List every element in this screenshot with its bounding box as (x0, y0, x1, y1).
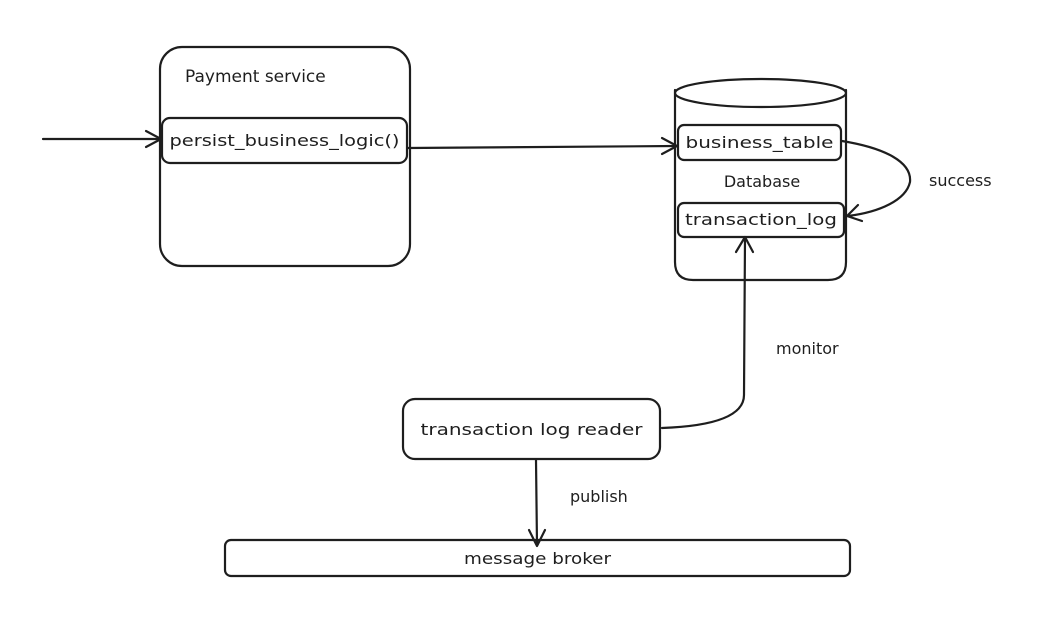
persist-business-logic-label: persist_business_logic() (170, 131, 400, 151)
business-table-box: business_table (676, 123, 843, 162)
transaction-log-reader-box: transaction log reader (401, 397, 662, 461)
database-cylinder: Database (673, 77, 848, 282)
payment-service-box: Payment service (158, 45, 412, 268)
message-broker-box: message broker (223, 538, 852, 578)
payment-service-title: Payment service (185, 67, 326, 87)
incoming-request-arrow (41, 129, 163, 149)
transaction-log-label: transaction_log (685, 210, 837, 230)
business-table-label: business_table (686, 133, 834, 153)
success-arrow (840, 139, 912, 223)
write-arrow (406, 136, 679, 156)
publish-arrow (527, 458, 547, 548)
persist-business-logic-box: persist_business_logic() (160, 116, 409, 165)
publish-label: publish (570, 487, 628, 506)
success-label: success (929, 171, 992, 190)
message-broker-label: message broker (464, 549, 611, 568)
monitor-label: monitor (776, 339, 839, 358)
transaction-log-reader-label: transaction log reader (421, 420, 644, 439)
transaction-log-box: transaction_log (676, 201, 846, 239)
database-label: Database (724, 172, 800, 191)
monitor-arrow (660, 235, 755, 430)
